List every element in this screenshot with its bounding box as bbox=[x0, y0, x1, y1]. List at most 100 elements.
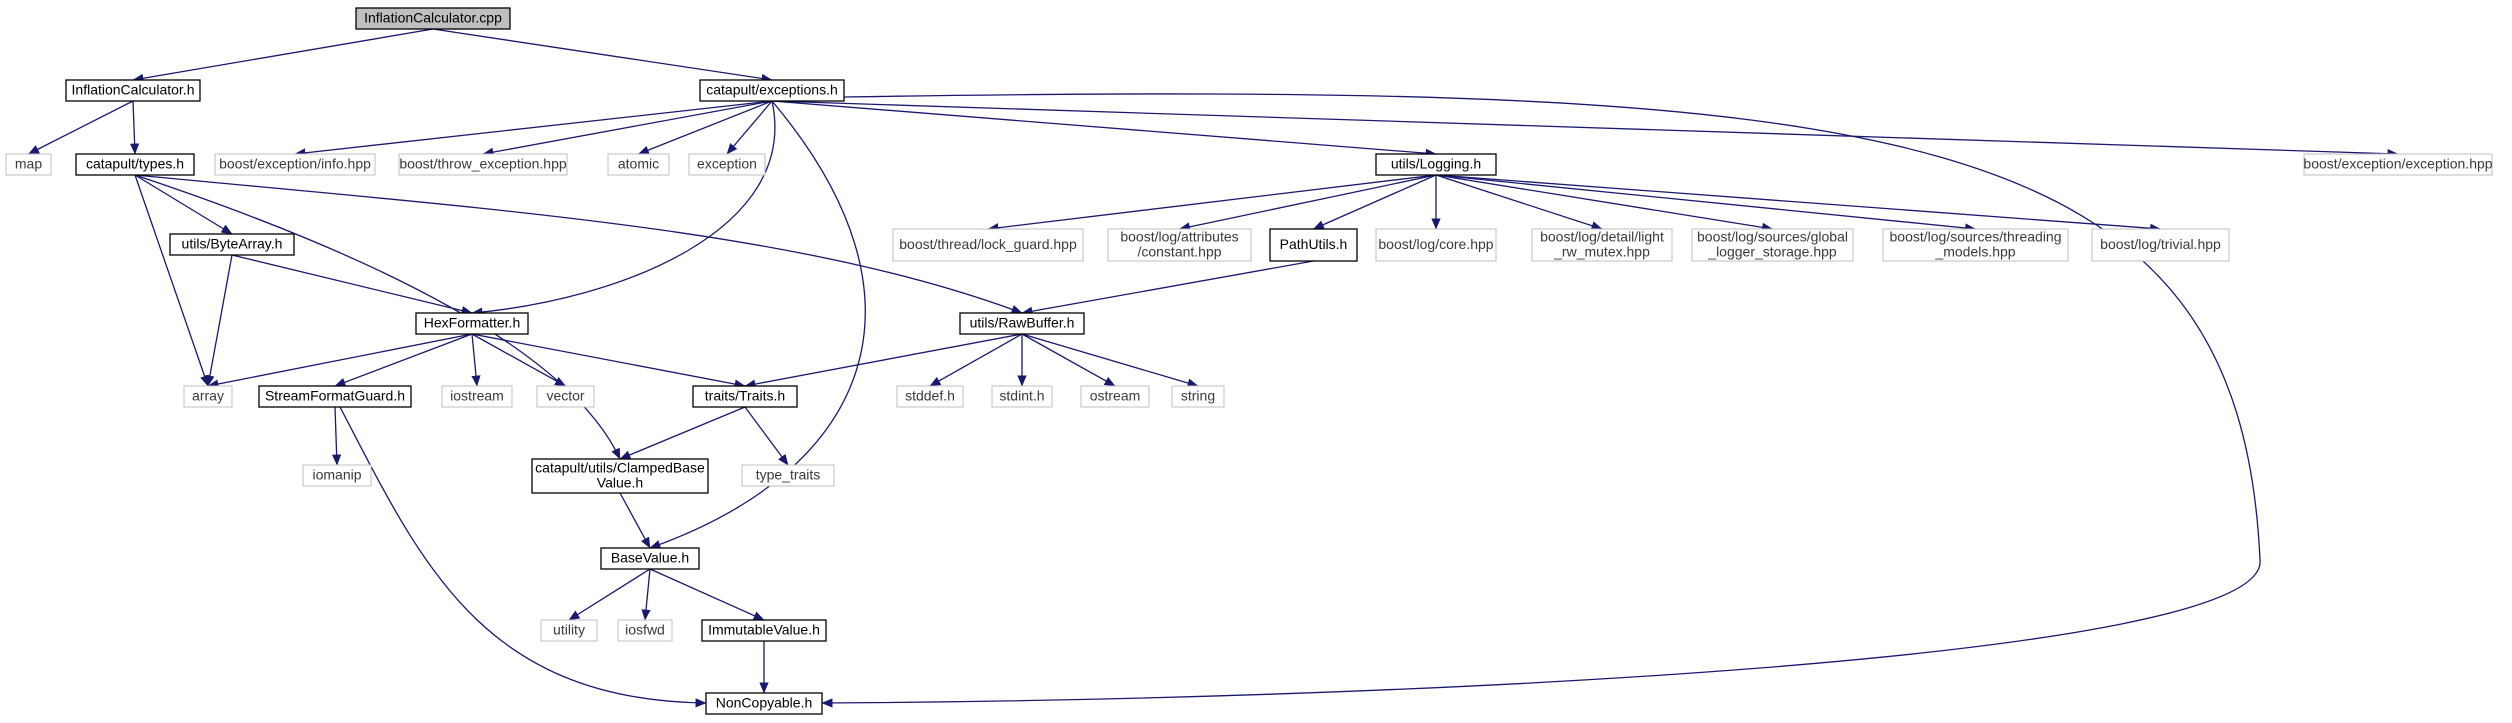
edge-catapult-exceptions-h-to-hex-formatter-h bbox=[471, 100, 776, 317]
edge-catapult-exceptions-h-to-boost-exception-exception-hpp bbox=[771, 100, 2399, 159]
edge-utils-logging-h-to-path-utils-h bbox=[1312, 174, 1437, 230]
node-label: type_traits bbox=[756, 467, 821, 483]
node-inflation-calculator-cpp[interactable]: InflationCalculator.cpp bbox=[355, 7, 511, 30]
node-boost-exception-info-hpp: boost/exception/info.hpp bbox=[214, 153, 376, 176]
edge-utils-raw-buffer-h-to-stddef-h bbox=[929, 333, 1023, 387]
node-box bbox=[617, 619, 673, 642]
node-box bbox=[258, 385, 412, 408]
edge-base-value-h-to-immutable-value-h bbox=[649, 568, 765, 621]
edge-inflation-calculator-h-to-catapult-types-h bbox=[129, 100, 140, 155]
edge-base-value-h-to-utility bbox=[568, 568, 651, 621]
node-type-traits: type_traits bbox=[741, 464, 835, 487]
node-box bbox=[536, 385, 595, 408]
node-label: traits/Traits.h bbox=[705, 388, 785, 404]
node-box bbox=[1080, 385, 1150, 408]
node-traits-traits-h[interactable]: traits/Traits.h bbox=[692, 385, 798, 408]
node-box bbox=[540, 619, 598, 642]
node-box bbox=[5, 153, 52, 176]
node-label: boost/exception/exception.hpp bbox=[2303, 156, 2492, 172]
node-box bbox=[1171, 385, 1225, 408]
node-box bbox=[75, 153, 195, 176]
node-non-copyable-h[interactable]: NonCopyable.h bbox=[705, 692, 823, 715]
node-utility: utility bbox=[540, 619, 598, 642]
node-label: utility bbox=[553, 622, 585, 638]
edge-stream-format-guard-h-to-iomanip bbox=[332, 406, 342, 466]
node-label: _rw_mutex.hpp bbox=[1553, 244, 1650, 260]
node-box bbox=[531, 458, 709, 494]
node-boost-log-sources-threading-models-hpp: boost/log/sources/threading_models.hpp bbox=[1882, 228, 2069, 262]
node-boost-log-sources-global-logger-storage-hpp: boost/log/sources/global_logger_storage.… bbox=[1691, 228, 1854, 262]
node-boost-throw-exception-hpp: boost/throw_exception.hpp bbox=[398, 153, 568, 176]
node-box bbox=[741, 464, 835, 487]
node-box bbox=[2303, 153, 2493, 176]
edge-catapult-exceptions-h-to-boost-exception-info-hpp bbox=[294, 100, 773, 158]
node-base-value-h[interactable]: BaseValue.h bbox=[600, 547, 700, 570]
node-utils-raw-buffer-h[interactable]: utils/RawBuffer.h bbox=[959, 312, 1085, 335]
node-box bbox=[1375, 153, 1497, 176]
edge-utils-raw-buffer-h-to-traits-traits-h bbox=[744, 333, 1023, 389]
node-label: stdint.h bbox=[999, 388, 1044, 404]
edge-utils-logging-h-to-boost-thread-lock-guard-hpp bbox=[987, 174, 1437, 233]
edge-catapult-exceptions-h-to-exception bbox=[726, 100, 773, 155]
node-box bbox=[600, 547, 700, 570]
node-label: utils/Logging.h bbox=[1391, 156, 1481, 172]
node-label: exception bbox=[697, 156, 757, 172]
edge-path-utils-h-to-utils-raw-buffer-h bbox=[1021, 260, 1314, 316]
node-box bbox=[699, 79, 845, 102]
node-iomanip: iomanip bbox=[302, 464, 372, 487]
node-exception: exception bbox=[688, 153, 766, 176]
edge-catapult-exceptions-h-to-base-value-h bbox=[649, 100, 866, 549]
node-immutable-value-h[interactable]: ImmutableValue.h bbox=[701, 619, 827, 642]
node-ostream: ostream bbox=[1080, 385, 1150, 408]
node-stream-format-guard-h[interactable]: StreamFormatGuard.h bbox=[258, 385, 412, 408]
node-label: iomanip bbox=[312, 467, 361, 483]
node-label: StreamFormatGuard.h bbox=[265, 388, 405, 404]
node-utils-logging-h[interactable]: utils/Logging.h bbox=[1375, 153, 1497, 176]
node-box bbox=[398, 153, 568, 176]
node-catapult-types-h[interactable]: catapult/types.h bbox=[75, 153, 195, 176]
node-boost-log-trivial-hpp: boost/log/trivial.hpp bbox=[2091, 228, 2230, 262]
node-box bbox=[1531, 228, 1673, 262]
node-label: vector bbox=[546, 388, 584, 404]
edge-clamped-base-value-h-to-base-value-h bbox=[619, 492, 651, 549]
node-box bbox=[1375, 228, 1497, 262]
node-box bbox=[896, 385, 964, 408]
edge-catapult-types-h-to-clamped-base-value-h bbox=[134, 174, 621, 460]
edge-utils-raw-buffer-h-to-string bbox=[1021, 333, 1199, 388]
node-box bbox=[692, 385, 798, 408]
node-box bbox=[1269, 228, 1358, 262]
node-catapult-exceptions-h[interactable]: catapult/exceptions.h bbox=[699, 79, 845, 102]
node-utils-byte-array-h[interactable]: utils/ByteArray.h bbox=[169, 233, 295, 256]
node-path-utils-h[interactable]: PathUtils.h bbox=[1269, 228, 1358, 262]
node-label: catapult/utils/ClampedBase bbox=[535, 460, 705, 476]
node-box bbox=[1691, 228, 1854, 262]
edge-base-value-h-to-iosfwd bbox=[641, 568, 651, 621]
node-box bbox=[302, 464, 372, 487]
node-box bbox=[701, 619, 827, 642]
node-hex-formatter-h[interactable]: HexFormatter.h bbox=[415, 312, 529, 335]
node-label: iostream bbox=[450, 388, 504, 404]
node-label: ImmutableValue.h bbox=[708, 622, 820, 638]
node-atomic: atomic bbox=[607, 153, 670, 176]
node-box bbox=[1882, 228, 2069, 262]
node-iostream: iostream bbox=[441, 385, 513, 408]
node-label: Value.h bbox=[597, 475, 643, 491]
node-label: InflationCalculator.cpp bbox=[364, 10, 502, 26]
edge-hex-formatter-h-to-traits-traits-h bbox=[471, 333, 746, 389]
node-string: string bbox=[1171, 385, 1225, 408]
node-label: HexFormatter.h bbox=[424, 315, 520, 331]
edge-catapult-exceptions-h-to-non-copyable-h bbox=[821, 93, 2261, 708]
node-label: boost/thread/lock_guard.hpp bbox=[899, 236, 1077, 252]
edge-utils-logging-h-to-boost-log-attributes-constant-hpp bbox=[1178, 174, 1437, 232]
node-boost-thread-lock-guard-hpp: boost/thread/lock_guard.hpp bbox=[892, 228, 1084, 262]
node-box bbox=[991, 385, 1053, 408]
edge-hex-formatter-h-to-stream-format-guard-h bbox=[334, 333, 473, 387]
node-box bbox=[607, 153, 670, 176]
edge-utils-raw-buffer-h-to-ostream bbox=[1021, 333, 1116, 387]
node-label: ostream bbox=[1090, 388, 1141, 404]
node-stdint-h: stdint.h bbox=[991, 385, 1053, 408]
node-box bbox=[441, 385, 513, 408]
node-boost-log-detail-light-rw-mutex-hpp: boost/log/detail/light_rw_mutex.hpp bbox=[1531, 228, 1673, 262]
node-inflation-calculator-h[interactable]: InflationCalculator.h bbox=[65, 79, 201, 102]
